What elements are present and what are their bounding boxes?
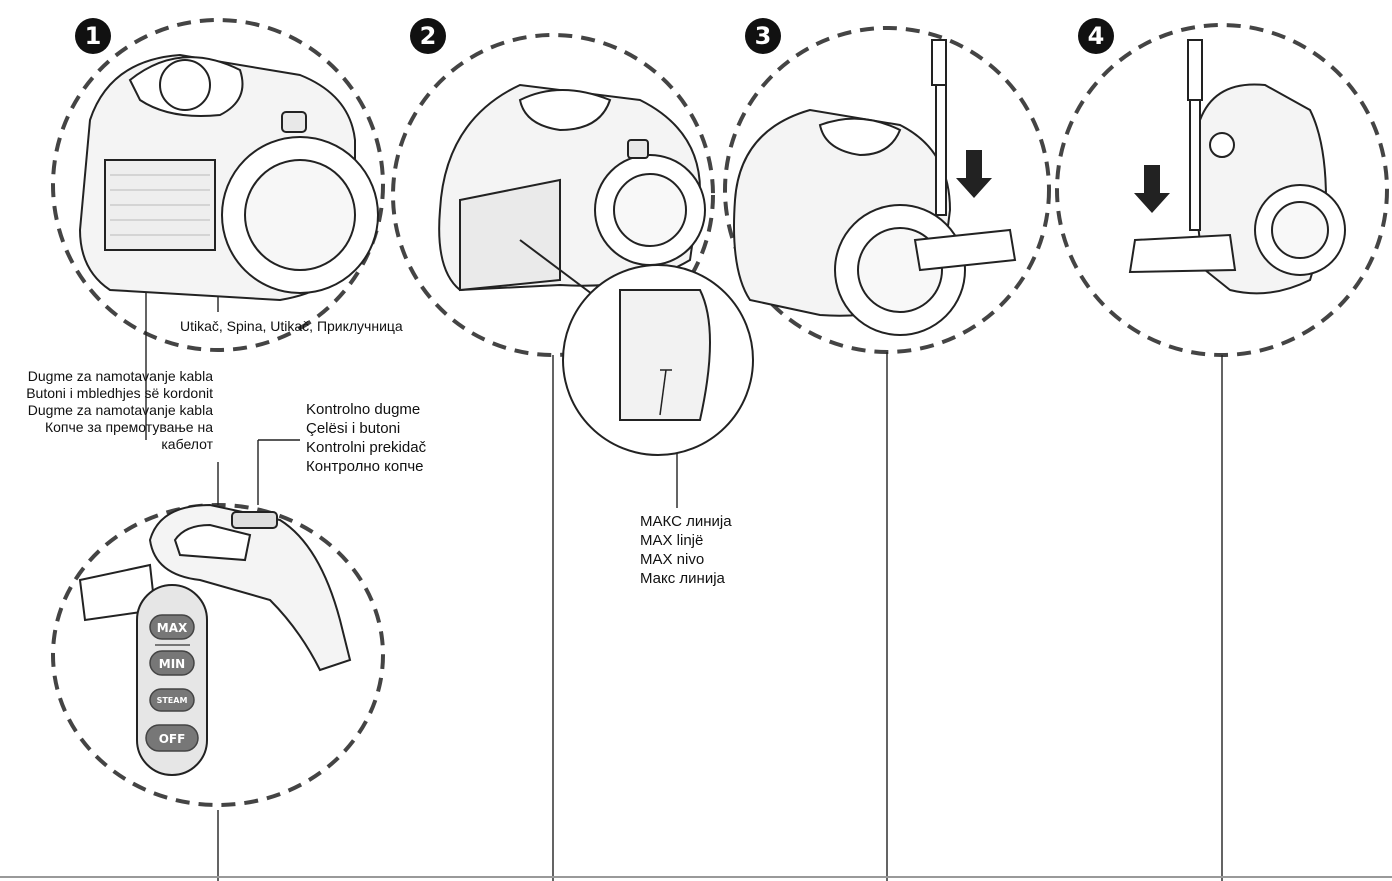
zoom-max-line [519, 239, 754, 456]
arrow-down-icon [956, 150, 992, 198]
vacuum-step-1 [78, 53, 379, 302]
circle-step-1 [51, 18, 385, 352]
vacuum-step-4 [1128, 39, 1346, 295]
step-badge-3: 3 [745, 18, 781, 54]
button-min-label: MIN [159, 657, 185, 671]
button-steam-label: STEAM [157, 696, 188, 705]
handle-buttons [145, 614, 199, 752]
arrow-down-icon [1134, 165, 1170, 213]
button-off-label: OFF [159, 732, 186, 746]
step-badge-4: 4 [1078, 18, 1114, 54]
circle-step-2 [391, 33, 715, 357]
cord-rewind-label: Dugme za namotavanje kabla Butoni i mble… [26, 368, 213, 452]
vacuum-step-2 [438, 83, 706, 292]
max-line-label: МАКС линија MAX linjë MAX nivo Макс лини… [640, 513, 732, 587]
vacuum-step-3 [733, 39, 1017, 336]
plug-label: Utikač, Spina, Utikač, Приклучница [180, 318, 403, 334]
step-badge-2: 2 [410, 18, 446, 54]
control-button-label: Kontrolno dugme Çelësi i butoni Kontroln… [306, 401, 427, 475]
button-max-label: MAX [157, 621, 188, 635]
step-badge-1: 1 [75, 18, 111, 54]
handle-detail [78, 503, 352, 776]
